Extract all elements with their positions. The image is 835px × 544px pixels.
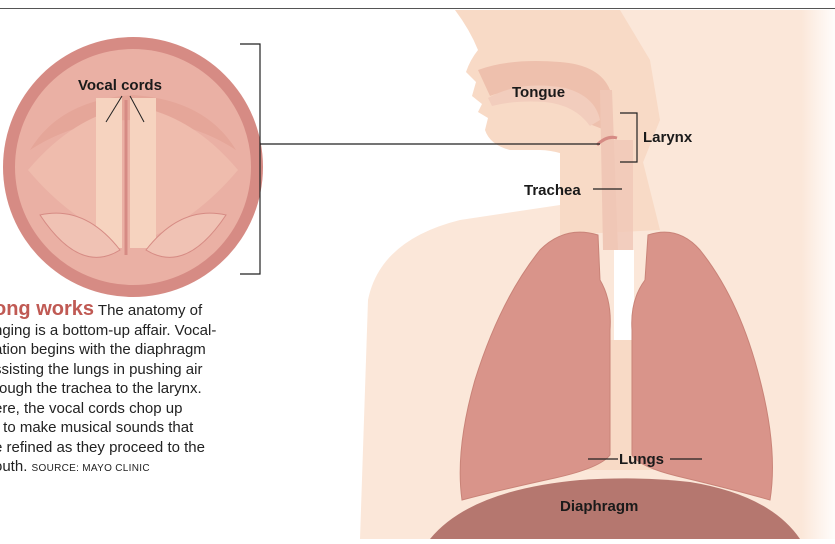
trachea-tube <box>614 250 634 340</box>
label-vocal-cords: Vocal cords <box>78 77 162 94</box>
label-lungs: Lungs <box>619 451 664 468</box>
label-trachea: Trachea <box>524 182 581 199</box>
label-larynx: Larynx <box>643 129 692 146</box>
caption-line-4: ssisting the lungs in pushing air <box>0 360 289 380</box>
caption-line-3: ation begins with the diaphragm <box>0 340 289 360</box>
caption-line-8: e refined as they proceed to the <box>0 438 289 458</box>
caption-line-6: ere, the vocal cords chop up <box>0 399 289 419</box>
caption-line-5: rough the trachea to the larynx. <box>0 379 289 399</box>
caption-heading: ong works <box>0 298 94 320</box>
caption-line-9: outh. SOURCE: MAYO CLINIC <box>0 457 289 479</box>
caption-line-9-text: outh. <box>0 458 27 475</box>
caption-line-7: r to make musical sounds that <box>0 418 289 438</box>
caption-line-2: nging is a bottom-up affair. Vocal- <box>0 321 289 341</box>
right-fade <box>700 10 835 539</box>
vocal-cords-circle <box>3 37 263 297</box>
caption-block: ong works The anatomy of nging is a bott… <box>0 300 289 479</box>
label-diaphragm: Diaphragm <box>560 498 638 515</box>
caption-source: SOURCE: MAYO CLINIC <box>32 463 150 474</box>
label-tongue: Tongue <box>512 84 565 101</box>
caption-line-1-text: The anatomy of <box>94 302 202 319</box>
caption-line-1: ong works The anatomy of <box>0 300 289 321</box>
larynx-region <box>603 140 633 250</box>
